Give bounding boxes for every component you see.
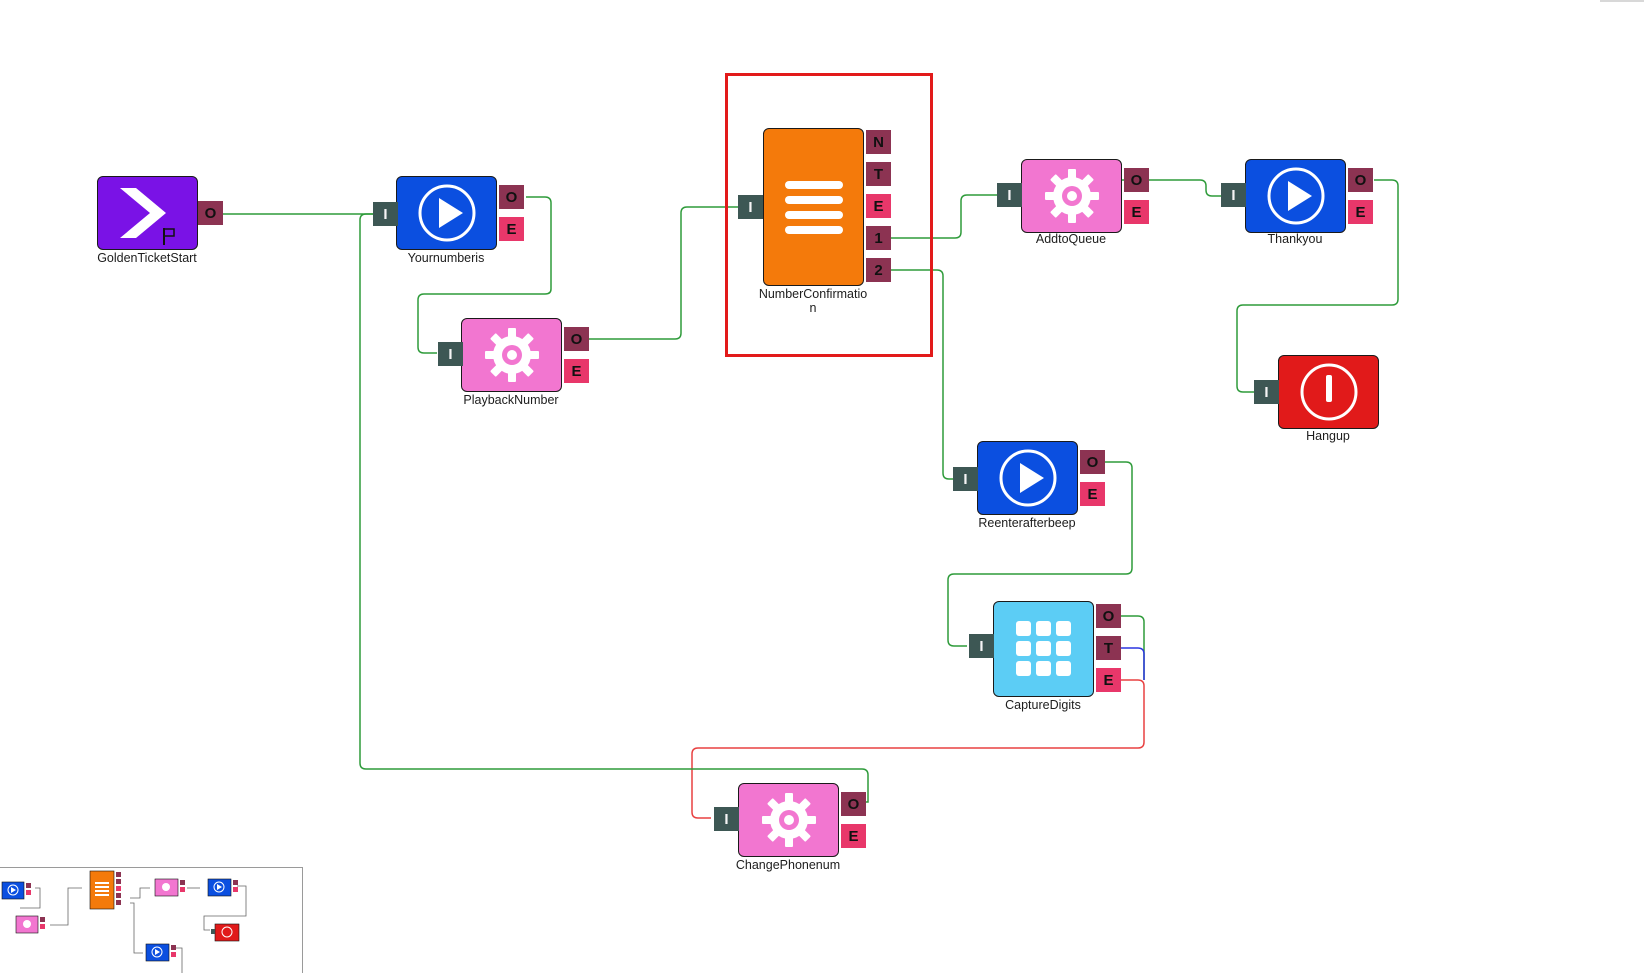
port-error[interactable]: E xyxy=(866,194,891,218)
node-label: NumberConfirmation xyxy=(758,287,868,315)
link-reenter-to-capture xyxy=(947,461,1133,647)
node-label: Hangup xyxy=(1306,429,1350,443)
gear-icon xyxy=(1044,169,1099,223)
hangup-icon xyxy=(1300,363,1357,421)
node-label: GoldenTicketStart xyxy=(97,251,197,265)
node-label: Thankyou xyxy=(1267,232,1323,246)
link-confirm1-to-addqueue xyxy=(890,194,997,239)
node-label: PlaybackNumber xyxy=(463,393,559,407)
port-in[interactable]: I xyxy=(953,467,978,491)
port-error[interactable]: E xyxy=(1124,200,1149,224)
keypad-icon xyxy=(1015,621,1071,676)
port-error[interactable]: E xyxy=(1348,200,1373,224)
play-block[interactable] xyxy=(977,441,1078,515)
hangup-block[interactable] xyxy=(1278,355,1379,429)
invoke-block[interactable] xyxy=(738,783,839,857)
gear-icon xyxy=(761,793,816,847)
port-in[interactable]: I xyxy=(969,634,994,658)
play-block[interactable] xyxy=(1245,159,1346,233)
corner-scroll-tab xyxy=(1600,0,1644,2)
port-in[interactable]: I xyxy=(1254,380,1279,404)
port-out[interactable]: O xyxy=(1080,450,1105,474)
link-capture-e-to-changephone xyxy=(691,679,1145,819)
invoke-block[interactable] xyxy=(1021,159,1122,233)
play-icon xyxy=(999,449,1056,507)
port-error[interactable]: E xyxy=(499,217,524,241)
link-changephone-to-yournumber xyxy=(359,213,869,800)
port-error[interactable]: E xyxy=(1096,668,1121,692)
minimap-view xyxy=(1,870,247,973)
port-out[interactable]: O xyxy=(564,327,589,351)
link-yournumber-to-playback xyxy=(417,196,552,354)
node-label: AddtoQueue xyxy=(1035,232,1107,246)
port-error[interactable]: E xyxy=(841,824,866,848)
port-option-2[interactable]: 2 xyxy=(866,258,891,282)
port-out[interactable]: O xyxy=(1124,168,1149,192)
port-in[interactable]: I xyxy=(714,807,739,831)
link-thankyou-to-hangup xyxy=(1236,179,1399,393)
link-confirm2-to-reenter xyxy=(890,269,953,480)
selection-frame xyxy=(725,73,933,357)
port-error[interactable]: E xyxy=(1080,482,1105,506)
gear-icon xyxy=(484,328,539,382)
port-timeout[interactable]: T xyxy=(1096,636,1121,660)
node-label: Yournumberis xyxy=(407,251,485,265)
minimap[interactable] xyxy=(0,867,303,973)
chevron-right-flag-icon xyxy=(120,188,175,245)
node-label: ChangePhonenum xyxy=(735,858,841,872)
node-label: Reenterafterbeep xyxy=(978,516,1076,530)
port-in[interactable]: I xyxy=(997,183,1022,207)
port-in[interactable]: I xyxy=(373,202,398,226)
node-label: CaptureDigits xyxy=(1005,698,1081,712)
menu-block[interactable] xyxy=(763,128,864,286)
play-block[interactable] xyxy=(396,176,497,250)
port-out[interactable]: O xyxy=(499,185,524,209)
entry-block[interactable] xyxy=(97,176,198,250)
invoke-block[interactable] xyxy=(461,318,562,392)
link-capture-o xyxy=(1119,615,1145,680)
port-out[interactable]: O xyxy=(198,201,223,225)
link-addqueue-to-thankyou xyxy=(1122,179,1221,197)
port-no-match[interactable]: N xyxy=(866,130,891,154)
capture-block[interactable] xyxy=(993,601,1094,697)
link-playback-to-confirm xyxy=(589,206,738,340)
port-in[interactable]: I xyxy=(1221,183,1246,207)
port-in[interactable]: I xyxy=(738,195,763,219)
port-out[interactable]: O xyxy=(1348,168,1373,192)
link-capture-t xyxy=(1119,647,1145,680)
port-out[interactable]: O xyxy=(1096,604,1121,628)
port-in[interactable]: I xyxy=(438,342,463,366)
play-icon xyxy=(418,184,475,242)
play-icon xyxy=(1267,167,1324,225)
port-out[interactable]: O xyxy=(841,792,866,816)
port-timeout[interactable]: T xyxy=(866,162,891,186)
port-error[interactable]: E xyxy=(564,359,589,383)
port-option-1[interactable]: 1 xyxy=(866,226,891,250)
menu-icon xyxy=(784,181,843,234)
